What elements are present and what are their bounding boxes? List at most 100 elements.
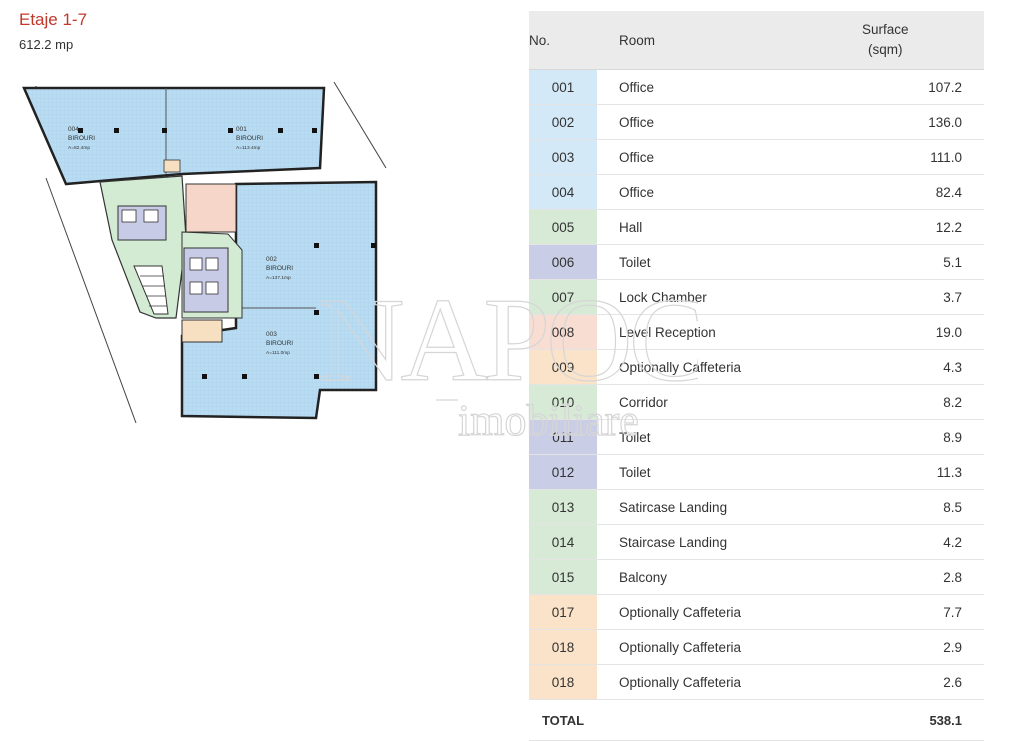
room-surface-cell: 82.4 <box>862 174 984 210</box>
room-surface-cell: 107.2 <box>862 69 984 105</box>
total-row: TOTAL 538.1 <box>529 699 984 741</box>
room-surface-cell: 5.1 <box>862 244 984 280</box>
room-number-cell: 015 <box>529 559 597 595</box>
room-name-cell: Optionally Caffeteria <box>597 349 862 385</box>
room-name-cell: Office <box>597 139 862 175</box>
room-number-cell: 005 <box>529 209 597 245</box>
total-empty-cell <box>597 699 862 741</box>
plan-label-003-num: 003 <box>266 331 277 338</box>
header-surface-unit: (sqm) <box>868 42 903 57</box>
room-name-cell: Balcony <box>597 559 862 595</box>
room-number-cell: 018 <box>529 629 597 665</box>
room-surface-cell: 111.0 <box>862 139 984 175</box>
room-surface-cell: 11.3 <box>862 454 984 490</box>
room-name-cell: Optionally Caffeteria <box>597 664 862 700</box>
room-name-cell: Corridor <box>597 384 862 420</box>
room-name-cell: Level Reception <box>597 314 862 350</box>
room-name-cell: Office <box>597 104 862 140</box>
room-surface-cell: 7.7 <box>862 594 984 630</box>
room-surface-cell: 4.2 <box>862 524 984 560</box>
hall-core <box>99 175 187 319</box>
room-name-cell: Optionally Caffeteria <box>597 594 862 630</box>
room-name-cell: Staircase Landing <box>597 524 862 560</box>
room-number-cell: 011 <box>529 419 597 455</box>
room-number-cell: 007 <box>529 279 597 315</box>
room-surface-cell: 2.9 <box>862 629 984 665</box>
room-number-cell: 014 <box>529 524 597 560</box>
room-surface-cell: 8.5 <box>862 489 984 525</box>
plan-label-003-area: A=111.0mp <box>266 350 290 356</box>
room-name-cell: Optionally Caffeteria <box>597 629 862 665</box>
plan-label-004-area: A=82.4mp <box>68 145 90 151</box>
room-number-cell: 012 <box>529 454 597 490</box>
level-reception <box>185 183 237 233</box>
room-surface-cell: 4.3 <box>862 349 984 385</box>
room-number-cell: 009 <box>529 349 597 385</box>
plan-label-003-name: BIROURI <box>266 340 293 347</box>
total-surface: 538.1 <box>862 699 984 741</box>
plan-label-002-name: BIROURI <box>266 265 293 272</box>
room-surface-cell: 19.0 <box>862 314 984 350</box>
table-header-row: No. Room Surface (sqm) <box>529 11 984 70</box>
room-name-cell: Office <box>597 174 862 210</box>
header-room: Room <box>597 11 862 70</box>
floor-plan: 004 BIROURI A=82.4mp 001 BIROURI A=113.4… <box>22 81 387 423</box>
room-surface-cell: 2.8 <box>862 559 984 595</box>
header-surface-label: Surface <box>862 22 909 37</box>
header-surface: Surface (sqm) <box>862 11 984 70</box>
header-no: No. <box>529 11 597 70</box>
room-name-cell: Toilet <box>597 244 862 280</box>
plan-label-004-name: BIROURI <box>68 135 95 142</box>
room-number-cell: 001 <box>529 69 597 105</box>
floor-area: 612.2 mp <box>19 37 74 52</box>
room-surface-cell: 8.2 <box>862 384 984 420</box>
room-name-cell: Hall <box>597 209 862 245</box>
total-label: TOTAL <box>529 699 597 741</box>
room-number-cell: 018 <box>529 664 597 700</box>
room-number-cell: 003 <box>529 139 597 175</box>
plan-label-001-area: A=113.4mp <box>236 145 261 151</box>
room-number-cell: 017 <box>529 594 597 630</box>
plan-label-001-num: 001 <box>236 126 247 133</box>
room-name-cell: Office <box>597 69 862 105</box>
room-name-cell: Satircase Landing <box>597 489 862 525</box>
floor-title: Etaje 1-7 <box>19 10 88 29</box>
room-name-cell: Lock Chamber <box>597 279 862 315</box>
plan-label-004-num: 004 <box>68 126 79 133</box>
room-name-cell: Toilet <box>597 419 862 455</box>
room-number-cell: 006 <box>529 244 597 280</box>
plan-label-002-num: 002 <box>266 256 277 263</box>
room-number-cell: 002 <box>529 104 597 140</box>
room-number-cell: 013 <box>529 489 597 525</box>
room-surface-cell: 136.0 <box>862 104 984 140</box>
room-surface-cell: 2.6 <box>862 664 984 700</box>
room-surface-cell: 8.9 <box>862 419 984 455</box>
room-004-001 <box>22 86 326 186</box>
room-surface-cell: 12.2 <box>862 209 984 245</box>
staircase <box>133 265 169 315</box>
room-number-cell: 004 <box>529 174 597 210</box>
room-name-cell: Toilet <box>597 454 862 490</box>
room-number-cell: 010 <box>529 384 597 420</box>
plan-label-001-name: BIROURI <box>236 135 263 142</box>
